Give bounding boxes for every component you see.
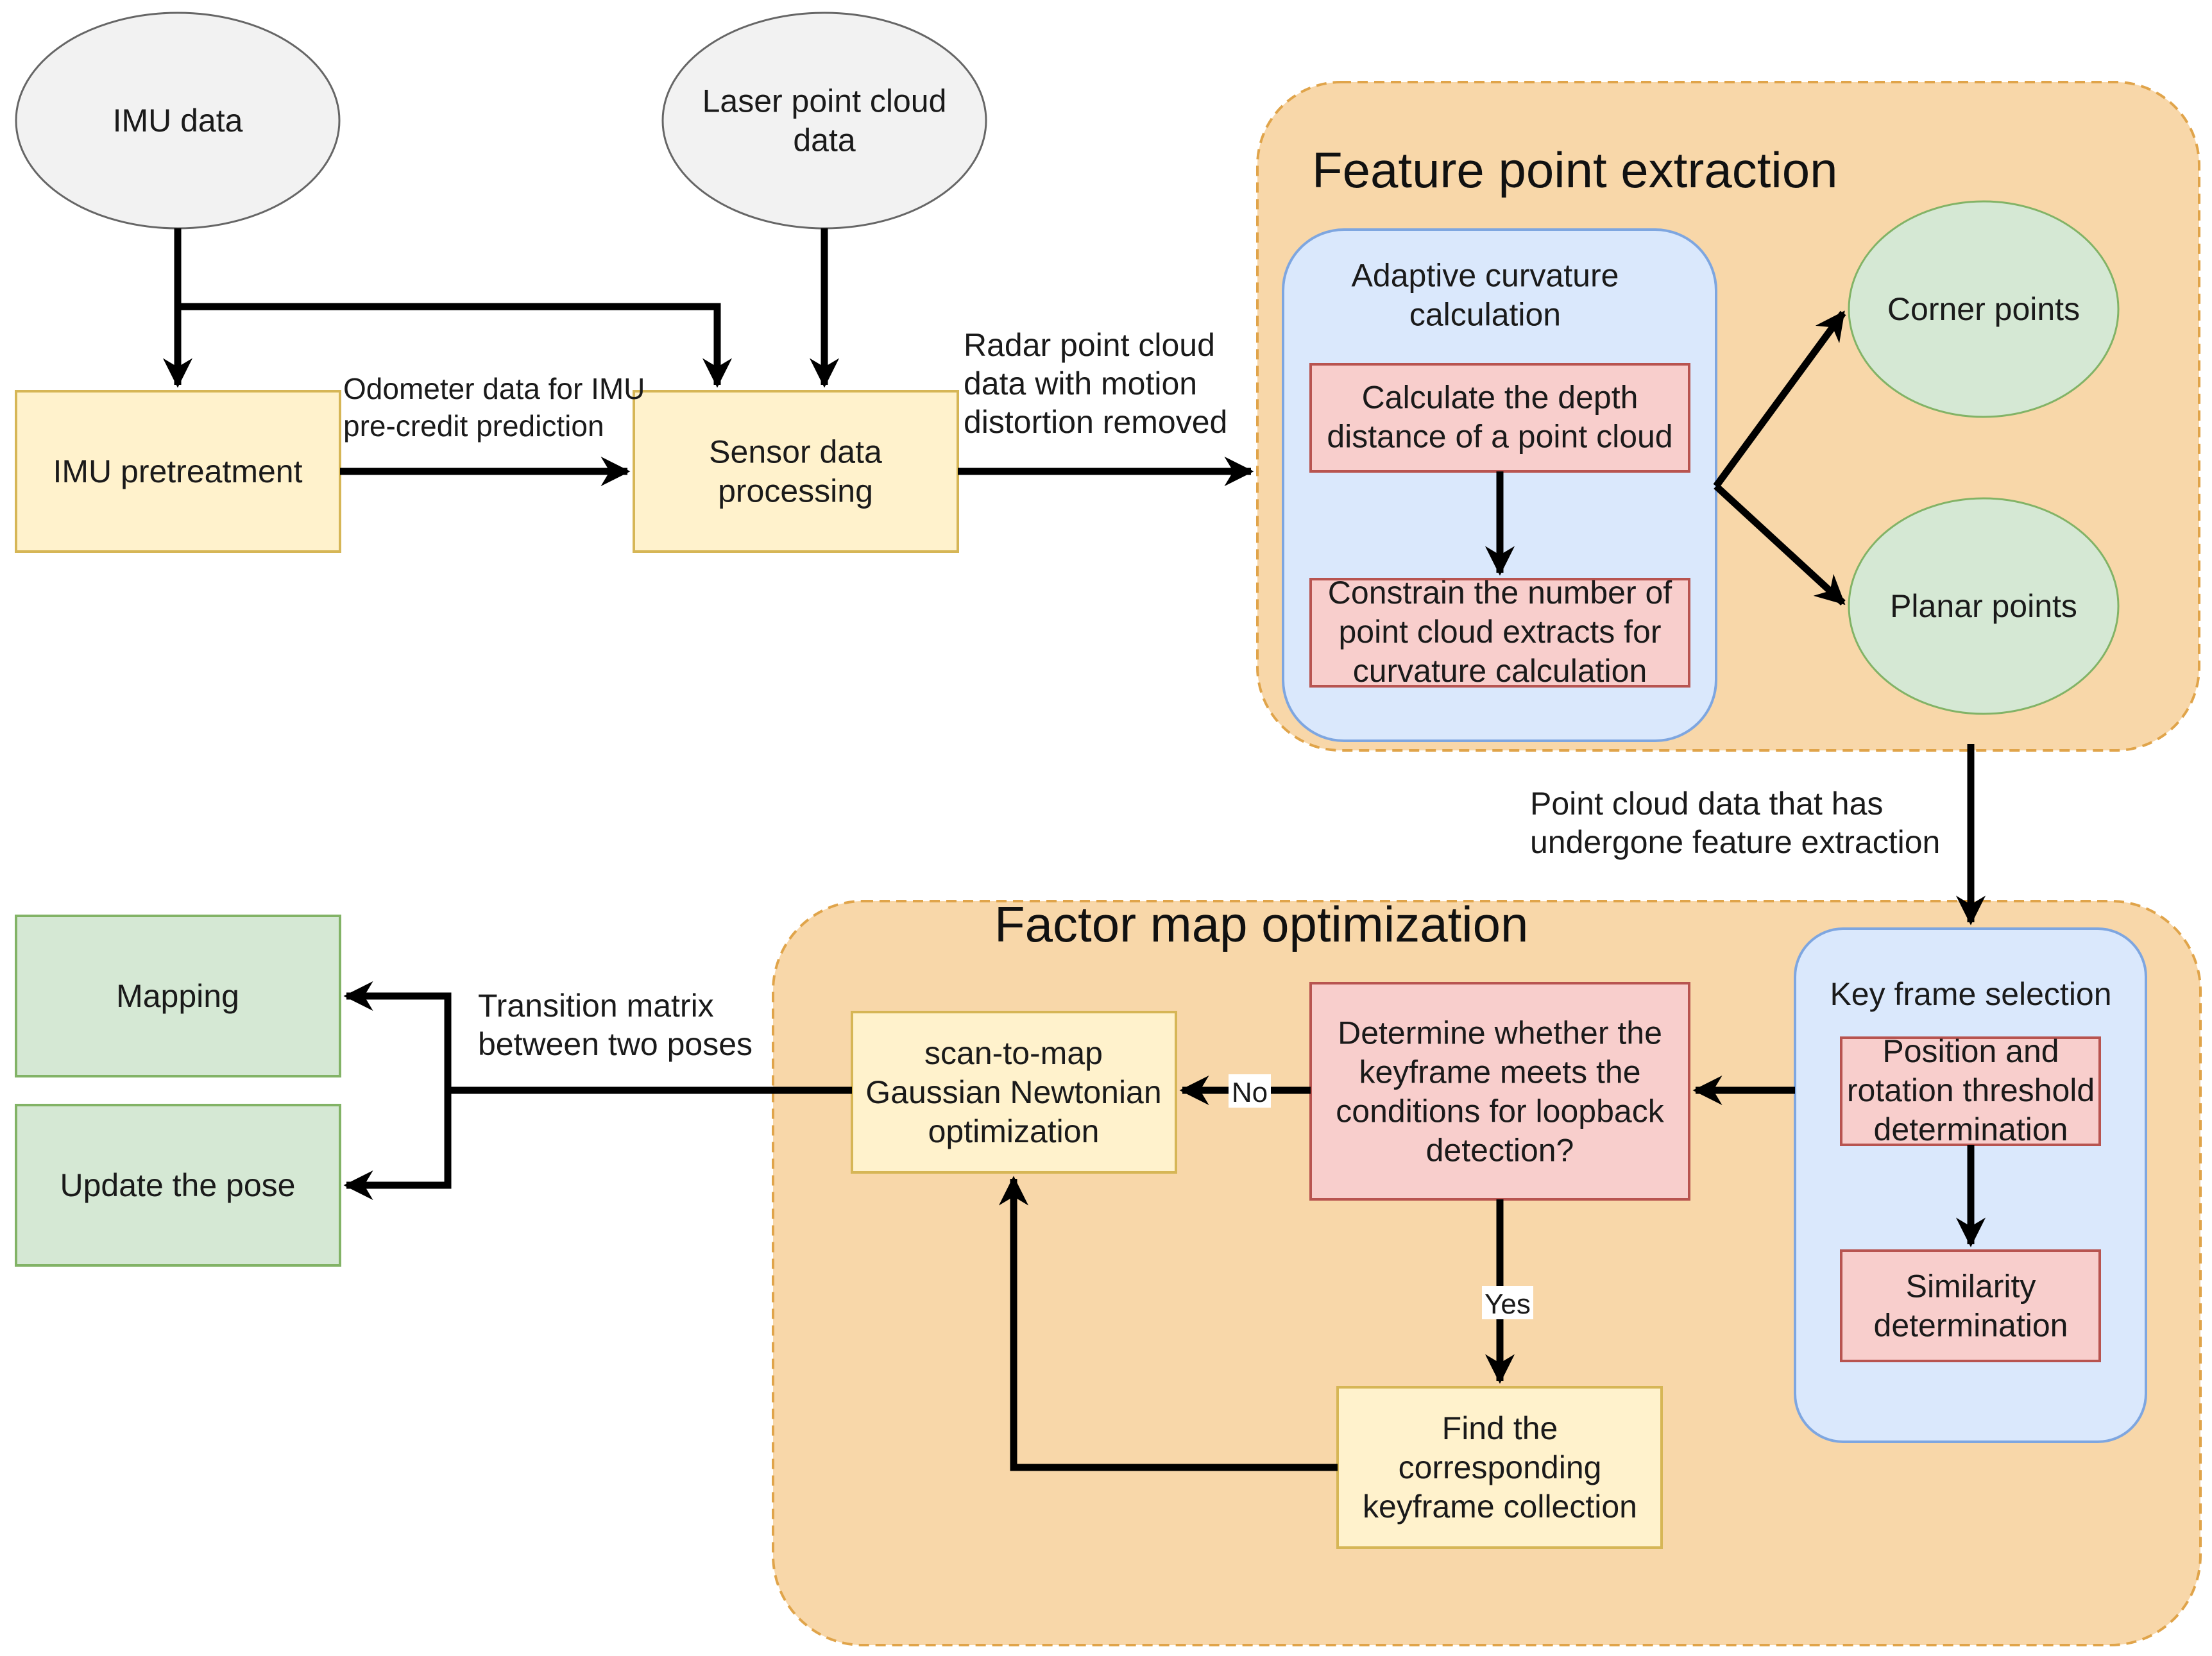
edge-label-line: Odometer data for IMU (343, 372, 645, 405)
arrow-imu-to-sensor (178, 303, 733, 388)
node-label-line: data (793, 123, 856, 158)
edge-label-line: between two poses (478, 1026, 753, 1062)
node-label-line: detection? (1426, 1133, 1574, 1169)
arrow-find-to-scan (998, 1176, 1338, 1471)
svg-text:IMU data: IMU data (113, 103, 243, 139)
node-label-line: Corner points (1887, 291, 2080, 327)
edge-label-yes: Yes (1482, 1286, 1533, 1320)
arrow-scan-to-update-pose (343, 1090, 452, 1201)
node-label-line: Planar points (1890, 588, 2077, 624)
node-label-line: corresponding (1399, 1449, 1602, 1485)
svg-text:Planar points: Planar points (1890, 588, 2077, 624)
node-label-line: distance of a point cloud (1327, 419, 1672, 455)
node-label-line: Adaptive curvature (1352, 258, 1619, 294)
node-label-line: Gaussian Newtonian (865, 1074, 1161, 1110)
node-label-line: Laser point cloud (702, 83, 947, 119)
edge-label-line: pre-credit prediction (343, 409, 604, 443)
node-label-line: point cloud extracts for (1338, 614, 1661, 650)
node-label-line: calculation (1409, 297, 1561, 333)
node-imu-data: IMU data (15, 12, 341, 230)
svg-text:Corner points: Corner points (1887, 291, 2080, 327)
node-mapping: Mapping (15, 915, 341, 1077)
node-label-line: optimization (928, 1113, 1100, 1149)
edge-label-no: No (1229, 1074, 1271, 1108)
node-corner-points: Corner points (1848, 200, 2120, 418)
svg-text:Update the pose: Update the pose (60, 1167, 296, 1203)
edge-label-line: Transition matrix (478, 988, 714, 1024)
node-update-pose: Update the pose (15, 1104, 341, 1267)
node-label-line: conditions for loopback (1336, 1094, 1664, 1129)
node-label-line: Position and (1882, 1033, 2059, 1069)
edge-label-line: distortion removed (964, 404, 1227, 440)
node-label-line: Calculate the depth (1362, 380, 1638, 416)
arrow-curvature-to-corner (1713, 310, 1846, 489)
factor-map-title: Factor map optimization (994, 896, 1528, 952)
node-label-line: Similarity (1906, 1269, 2036, 1305)
node-label-line: Determine whether the (1338, 1015, 1662, 1051)
edge-label-yes-text: Yes (1485, 1288, 1531, 1320)
node-label-line: Constrain the number of (1328, 575, 1672, 611)
node-label-line: keyframe meets the (1359, 1054, 1640, 1090)
node-label-line: processing (718, 473, 873, 509)
edge-label-line: Point cloud data that has (1530, 786, 1883, 822)
arrow-scan-to-mapping (343, 981, 852, 1094)
node-label-line: keyframe collection (1363, 1489, 1637, 1525)
node-label-line: rotation threshold (1847, 1072, 2095, 1108)
node-label-line: IMU data (113, 103, 243, 139)
edge-label-line: undergone feature extraction (1530, 824, 1940, 860)
node-label-line: determination (1874, 1111, 2068, 1147)
node-laser-point-cloud-data: Laser point cloud data (661, 12, 987, 230)
svg-text:IMU pretreatment: IMU pretreatment (53, 453, 302, 489)
arrow-curvature-to-planar (1714, 483, 1846, 606)
edge-label-line: data with motion (964, 366, 1197, 401)
edge-label-no-text: No (1232, 1077, 1268, 1108)
node-label-line: Key frame selection (1830, 976, 2111, 1012)
node-imu-pretreatment: IMU pretreatment (15, 390, 341, 553)
node-label-line: Find the (1442, 1410, 1558, 1446)
edge-label-line: Radar point cloud (964, 327, 1215, 363)
node-label-line: Update the pose (60, 1167, 296, 1203)
edge-label-odometer: Odometer data for IMU pre-credit predicti… (343, 372, 645, 443)
node-label-line: Mapping (116, 978, 239, 1014)
svg-text:Mapping: Mapping (116, 978, 239, 1014)
node-label-line: determination (1874, 1308, 2068, 1344)
feature-extraction-title: Feature point extraction (1312, 142, 1837, 198)
node-label-line: Sensor data (709, 434, 882, 470)
node-label-line: IMU pretreatment (53, 453, 302, 489)
svg-text:Key frame selection: Key frame selection (1830, 976, 2111, 1012)
node-label-line: scan-to-map (924, 1035, 1103, 1071)
node-planar-points: Planar points (1848, 497, 2120, 715)
node-label-line: curvature calculation (1353, 653, 1647, 689)
